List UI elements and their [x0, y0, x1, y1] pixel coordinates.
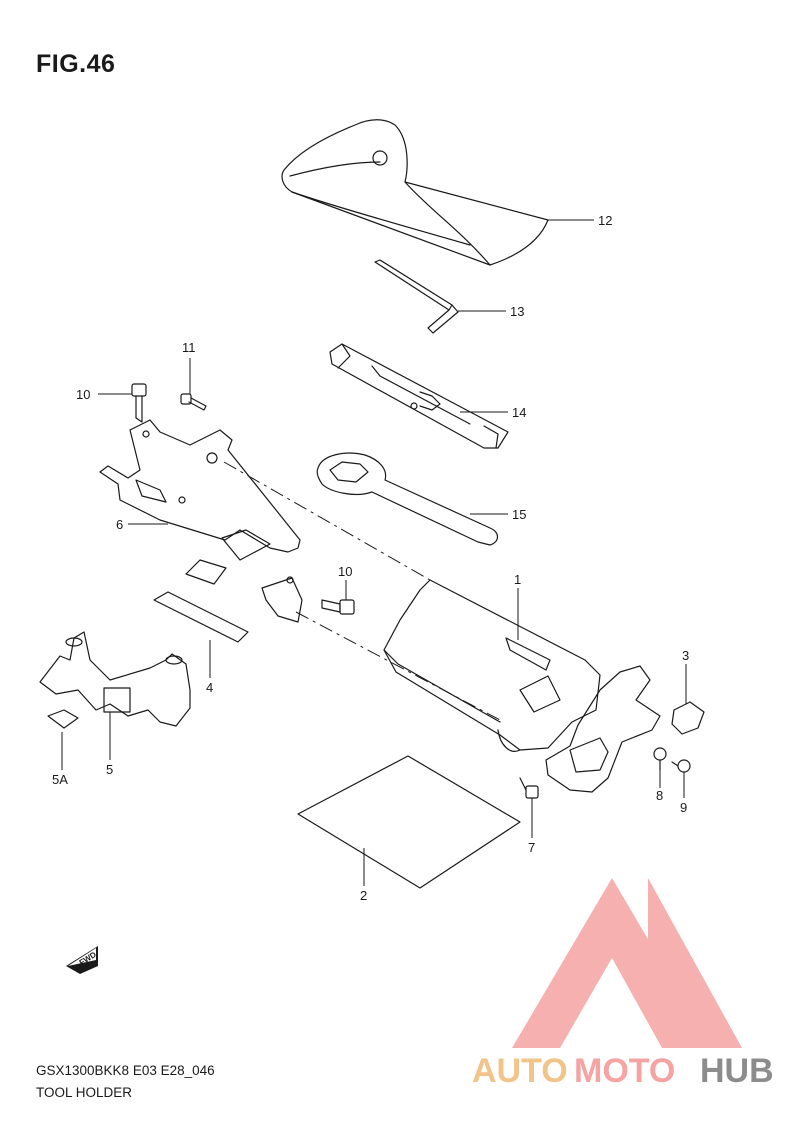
- callout-1: 1: [514, 572, 521, 587]
- watermark-word-moto: MOTO: [574, 1052, 675, 1090]
- part-5-holder-plate: [39, 631, 191, 727]
- part-13-hex-wrench: [374, 259, 459, 334]
- part-15-ring-spanner: [316, 452, 499, 546]
- part-11-screw: [180, 393, 207, 411]
- callout-12: 12: [598, 213, 612, 228]
- part-4-pad: [153, 591, 249, 643]
- callout-5: 5: [106, 762, 113, 777]
- part-10-bolt-lower: [321, 599, 355, 615]
- callout-10-upper: 10: [76, 387, 90, 402]
- part-8-grommet: [653, 747, 667, 771]
- part-9-screw: [671, 759, 691, 773]
- callout-9: 9: [680, 800, 687, 815]
- part-12-tool-bag: [281, 119, 549, 266]
- callout-15: 15: [512, 507, 526, 522]
- callout-11: 11: [182, 340, 196, 355]
- figure-description: TOOL HOLDER: [36, 1085, 133, 1100]
- watermark-logo-mark: [512, 878, 742, 1048]
- callout-8: 8: [656, 788, 663, 803]
- callout-3: 3: [682, 648, 689, 663]
- callout-10-lower: 10: [338, 564, 352, 579]
- leader-lines: [61, 219, 687, 886]
- fwd-arrow-icon: FWD: [66, 946, 98, 974]
- callout-2: 2: [360, 888, 367, 903]
- callout-13: 13: [510, 304, 524, 319]
- figure-title: FIG.46: [36, 50, 116, 78]
- part-6-bracket: [99, 419, 303, 623]
- callout-4: 4: [206, 680, 213, 695]
- part-7-bolt: [519, 777, 539, 799]
- callout-6: 6: [116, 517, 123, 532]
- watermark-word-hub: HUB: [700, 1052, 774, 1090]
- part-5a-cushion: [47, 709, 79, 729]
- callout-7: 7: [528, 840, 535, 855]
- part-3-cover-bracket: [545, 665, 661, 793]
- assembly-centerline-2: [295, 611, 501, 721]
- callout-5a: 5A: [52, 772, 68, 787]
- assembly-centerline: [223, 461, 431, 581]
- part-10-bolt-upper: [131, 383, 147, 423]
- callout-14: 14: [512, 405, 526, 420]
- part-1-tool-holder: [383, 579, 601, 752]
- model-code: GSX1300BKK8 E03 E28_046: [36, 1063, 215, 1078]
- watermark-word-auto: AUTO: [472, 1052, 568, 1090]
- part-3-rubber-block: [671, 701, 705, 735]
- part-14-spark-plug-wrench: [329, 343, 509, 449]
- part-2-mat: [297, 755, 521, 889]
